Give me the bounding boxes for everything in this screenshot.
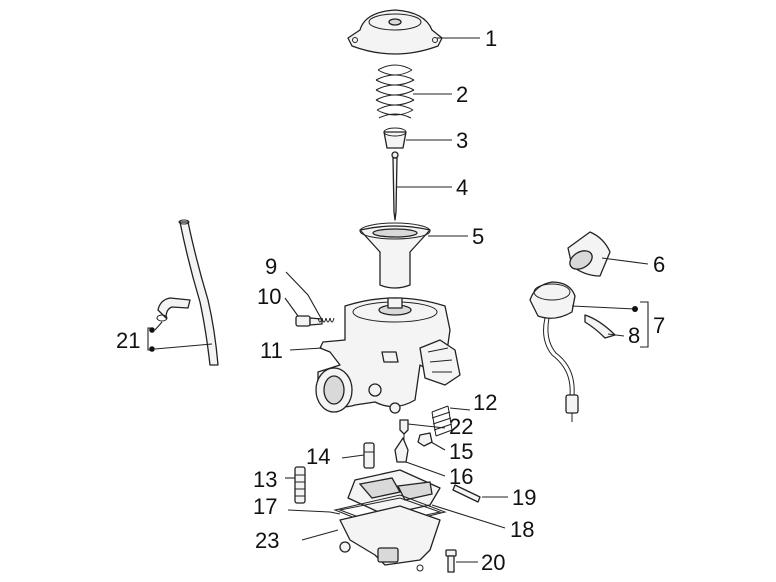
part-spring-small (431, 405, 453, 437)
part-idle-spring (317, 317, 335, 323)
callout-21: 21 (116, 328, 140, 353)
callout-10: 10 (257, 284, 281, 309)
callout-17: 17 (253, 494, 277, 519)
callout-20: 20 (481, 550, 505, 575)
part-drain-screw (445, 549, 457, 573)
callout-9: 9 (265, 254, 277, 279)
leader-dot (632, 306, 638, 312)
leader-dot (149, 346, 155, 352)
part-needle-jet (363, 442, 375, 469)
part-small-screw (399, 419, 409, 440)
callout-16: 16 (449, 464, 473, 489)
callout-7: 7 (653, 313, 665, 338)
part-float-pin (452, 484, 481, 503)
part-rubber-cap (567, 231, 611, 277)
part-carburetor-body (315, 297, 461, 414)
callout-11: 11 (260, 338, 283, 363)
part-auto-choke (529, 281, 579, 422)
callout-18: 18 (510, 517, 534, 542)
callout-8: 8 (628, 323, 640, 348)
callout-23: 23 (255, 528, 279, 553)
part-main-jet (417, 432, 433, 447)
callout-3: 3 (456, 128, 468, 153)
part-float-bowl (339, 505, 441, 572)
callout-1: 1 (485, 26, 497, 51)
part-spring-large (375, 64, 415, 119)
leader-lines (147, 37, 649, 563)
callout-12: 12 (473, 390, 497, 415)
callout-5: 5 (472, 224, 484, 249)
part-cap (347, 9, 443, 55)
part-needle-retainer (383, 127, 407, 149)
part-idle-screw (295, 315, 323, 327)
callout-13: 13 (253, 467, 277, 492)
callout-2: 2 (456, 82, 468, 107)
part-breather-hoses (156, 219, 219, 366)
callout-15: 15 (449, 439, 473, 464)
callout-4: 4 (456, 175, 468, 200)
leader-dot (149, 327, 155, 333)
callout-labels: 1 2 3 4 5 6 7 8 9 10 11 12 13 14 15 16 1… (116, 26, 665, 575)
part-throttle-slide (359, 222, 431, 289)
part-pilot-jet (294, 466, 306, 504)
part-clip (584, 314, 616, 339)
callout-6: 6 (653, 252, 665, 277)
callout-19: 19 (512, 485, 536, 510)
callout-22: 22 (449, 414, 473, 439)
callout-14: 14 (306, 444, 330, 469)
part-jet-needle (391, 151, 399, 221)
part-float-needle (394, 437, 409, 463)
